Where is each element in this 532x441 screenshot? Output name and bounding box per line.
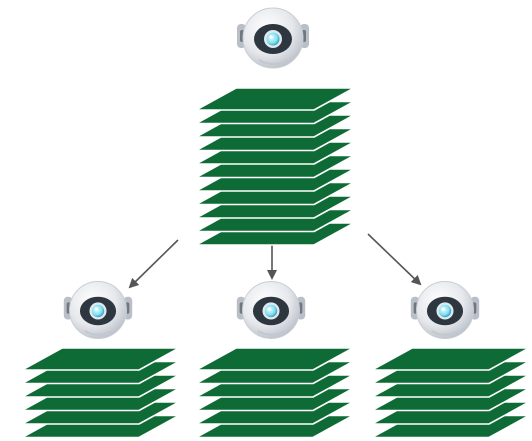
robot-icon <box>237 7 309 69</box>
node-child-left <box>21 281 180 439</box>
arrow-parent-to-child-left <box>128 239 179 289</box>
nodes-group <box>21 7 530 439</box>
sheet-layer <box>21 347 180 371</box>
sheet-layer <box>371 347 530 371</box>
arrow-parent-to-child-right <box>367 233 422 286</box>
node-parent <box>195 7 355 246</box>
sheet-layer <box>195 347 354 371</box>
sheet-layer <box>195 87 355 111</box>
node-child-right <box>371 281 530 439</box>
robot-icon <box>63 281 133 339</box>
robot-icon <box>236 281 306 339</box>
robot-icon <box>410 281 480 339</box>
arrows-group <box>128 233 422 289</box>
node-child-middle <box>195 281 354 439</box>
